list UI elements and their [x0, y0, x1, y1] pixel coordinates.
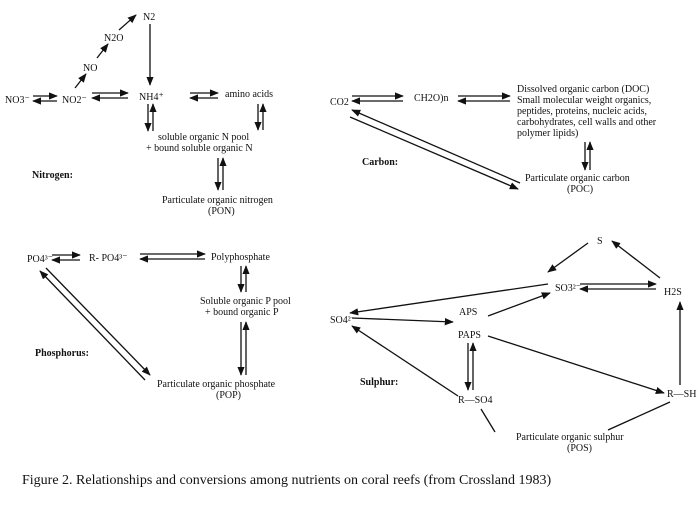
doc-node-line5: polymer lipids) — [517, 128, 578, 139]
no2-to-no-arrow — [74, 73, 87, 89]
phosphorus-title: Phosphorus: — [35, 348, 89, 359]
co2-to-poc-arrow — [349, 116, 519, 190]
poc-node-line1: Particulate organic carbon — [525, 173, 630, 184]
pop-node-line1: Particulate organic phosphate — [157, 379, 276, 390]
sulphur-panel: S SO3²⁻ H2S SO4²⁻ APS PAPS Sulphur: R—SO… — [330, 236, 696, 454]
s-node: S — [597, 236, 603, 247]
poc-node-line2: (POC) — [567, 184, 593, 195]
polyphosphate-node: Polyphosphate — [211, 252, 270, 263]
doc-node-line4: carbohydrates, cell walls and other — [517, 117, 657, 128]
n2-node: N2 — [143, 12, 155, 23]
rso4-node: R—SO4 — [458, 395, 492, 406]
phosphorus-panel: PO4³⁻ R- PO4³⁻ Polyphosphate Soluble org… — [27, 250, 291, 401]
pos-node-line1: Particulate organic sulphur — [516, 432, 624, 443]
pop-to-po4-arrow — [39, 270, 146, 381]
so3-to-so4-arrow — [349, 283, 549, 316]
pon-node-line2: (PON) — [208, 206, 235, 217]
bound-soluble-n-node: + bound soluble organic N — [146, 143, 253, 154]
aps-node: APS — [459, 307, 477, 318]
no-to-n2o-arrow — [96, 43, 109, 59]
co2-node: CO2 — [330, 97, 349, 108]
so4-node: SO4²⁻ — [330, 315, 356, 326]
doc-node-line1: Dissolved organic carbon (DOC) — [517, 84, 649, 95]
soluble-n-pool-node: soluble organic N pool — [158, 132, 249, 143]
bound-organic-p-node: + bound organic P — [205, 307, 279, 318]
no-node: NO — [83, 63, 97, 74]
ch2o-node: CH2O)n — [414, 93, 448, 104]
so4-to-aps-arrow — [351, 317, 454, 326]
po4-node: PO4³⁻ — [27, 254, 53, 265]
figure-caption: Figure 2. Relationships and conversions … — [22, 473, 552, 488]
carbon-title: Carbon: — [362, 157, 398, 168]
h2s-node: H2S — [664, 287, 682, 298]
aps-to-so3-arrow — [487, 292, 551, 317]
nh4-node: NH4⁺ — [139, 92, 164, 103]
nitrogen-panel: NO3⁻ NO2⁻ NO N2O N2 NH4⁺ amino acids sol… — [5, 12, 273, 217]
s-to-so3-arrow — [547, 242, 589, 273]
pos-rsh-link — [607, 401, 671, 431]
n2o-to-n2-arrow — [118, 14, 137, 31]
doc-node-line3: peptides, proteins, nucleic acids, — [517, 106, 647, 117]
rpo4-node: R- PO4³⁻ — [89, 253, 128, 264]
h2s-to-s-arrow — [611, 240, 661, 279]
pop-node-line2: (POP) — [216, 390, 241, 401]
po4-to-pop-arrow — [45, 267, 151, 376]
rsh-node: R—SH — [667, 389, 696, 400]
n2o-node: N2O — [104, 33, 123, 44]
no3-node: NO3⁻ — [5, 95, 30, 106]
pos-node-line2: (POS) — [567, 443, 592, 454]
pon-node-line1: Particulate organic nitrogen — [162, 195, 273, 206]
so3-node: SO3²⁻ — [555, 283, 581, 294]
sulphur-title: Sulphur: — [360, 377, 398, 388]
no2-node: NO2⁻ — [62, 95, 87, 106]
amino-acids-node: amino acids — [225, 89, 273, 100]
paps-to-rsh-arrow — [487, 335, 665, 394]
pos-rso4-link — [480, 408, 496, 433]
carbon-panel: CO2 CH2O)n Dissolved organic carbon (DOC… — [330, 84, 657, 195]
doc-node-line2: Small molecular weight organics, — [517, 95, 651, 106]
rso4-to-so4-arrow — [351, 325, 459, 397]
nitrogen-title: Nitrogen: — [32, 170, 73, 181]
paps-node: PAPS — [458, 330, 481, 341]
soluble-p-pool-node: Soluble organic P pool — [200, 296, 291, 307]
poc-to-co2-arrow — [351, 109, 521, 184]
